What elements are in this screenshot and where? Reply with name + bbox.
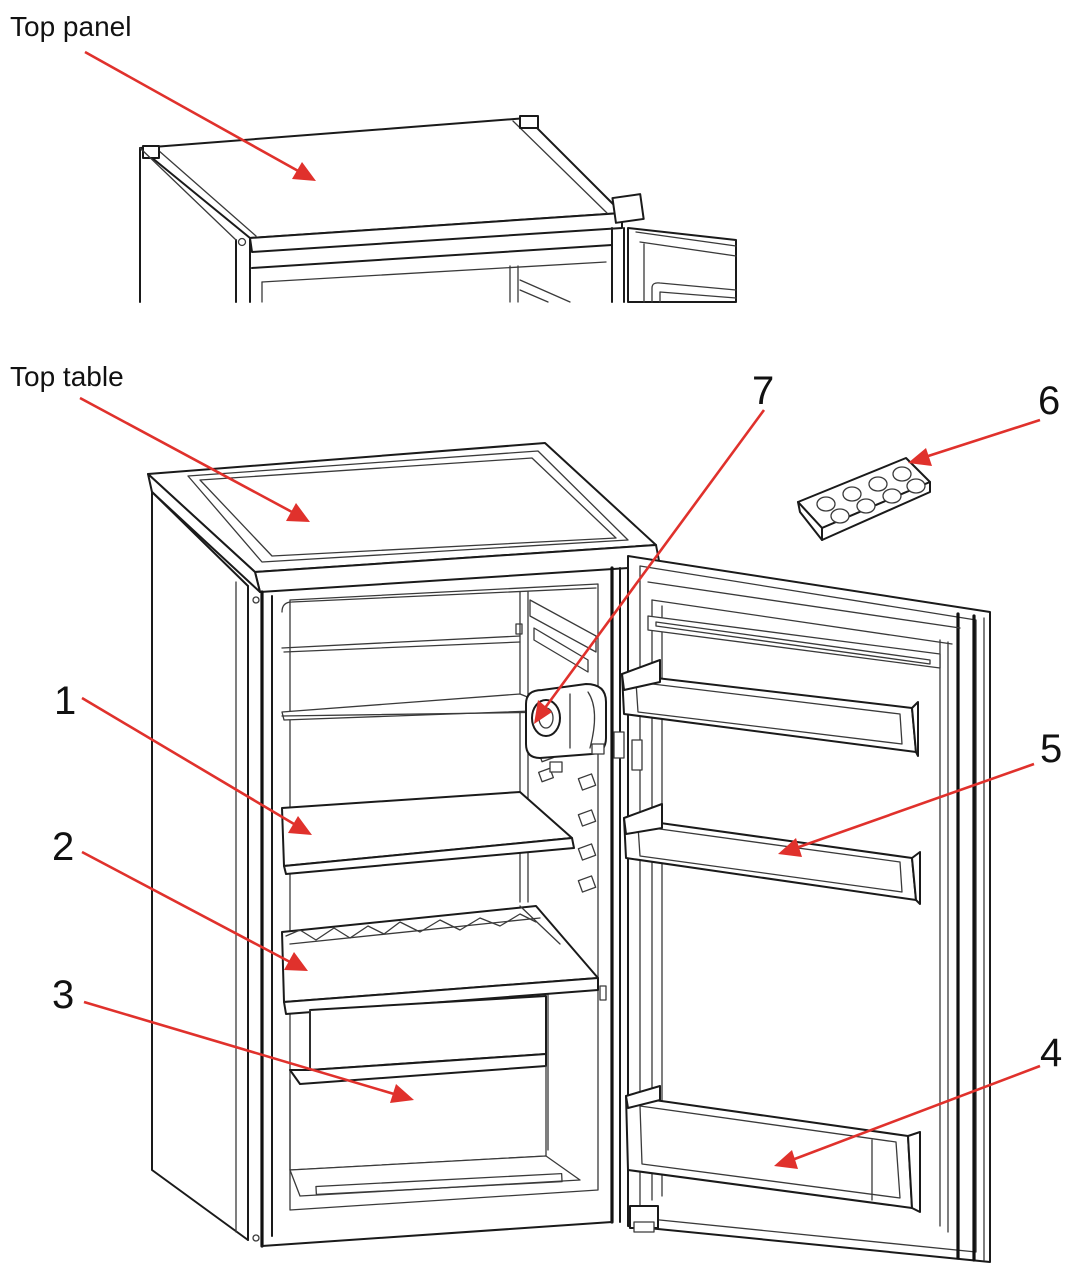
arrow-3 [83,1000,395,1096]
label-5: 5 [1040,727,1062,771]
top-panel-illustration [139,115,737,303]
label-top-table: Top table [10,361,124,392]
thermostat-lamp-unit [525,683,607,773]
label-4: 4 [1040,1031,1062,1075]
arrow-2 [81,850,291,964]
cabinet-left-side [151,491,249,1241]
crisper-cover [281,905,607,1015]
arrow-top-panel [84,50,301,174]
crisper-drawer [289,995,581,1197]
door-bottle-shelf [625,1085,921,1213]
door-shelf-upper [621,659,919,757]
labels: Top panel Top table 7 6 1 5 2 3 4 [10,11,1062,1075]
label-7: 7 [752,369,774,413]
arrow-1 [81,696,295,826]
label-6: 6 [1038,379,1060,423]
arrow-7 [540,409,766,713]
egg-tray [797,457,931,541]
label-3: 3 [52,973,74,1017]
arrow-top-table [79,396,293,514]
arrow-5 [795,762,1035,850]
top-panel-front-lip [249,212,623,253]
arrow-6 [921,418,1041,460]
label-top-panel: Top panel [10,11,131,42]
arrow-4 [791,1064,1041,1162]
label-1: 1 [54,679,76,723]
callout-arrows [79,50,1041,1169]
label-2: 2 [52,825,74,869]
open-fridge-illustration [147,442,991,1263]
door-shelf-middle [623,803,921,905]
